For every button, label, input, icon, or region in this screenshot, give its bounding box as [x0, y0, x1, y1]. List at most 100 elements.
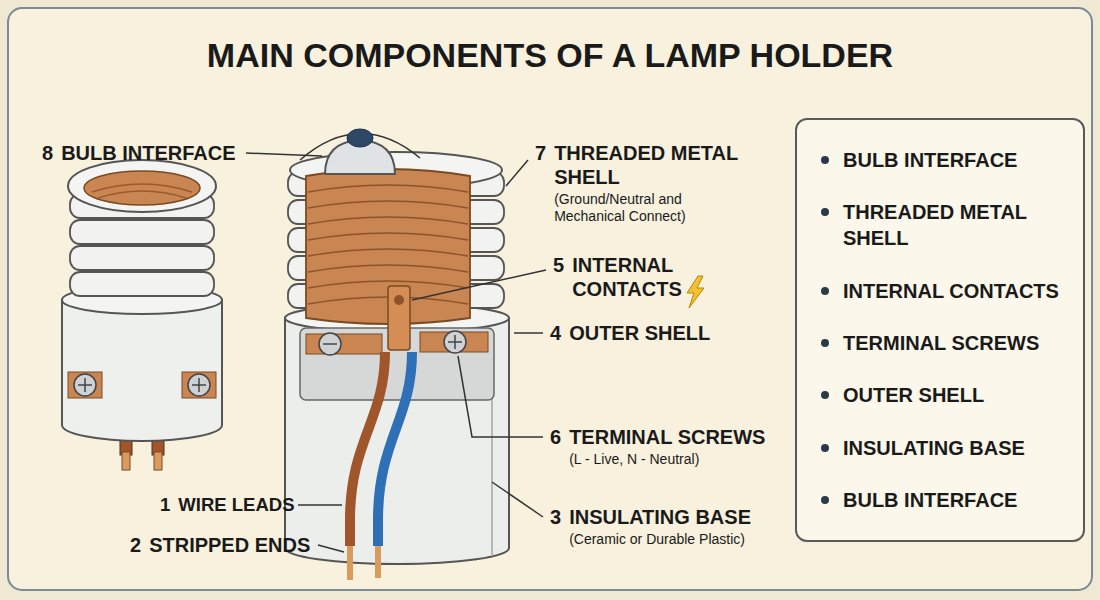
callout: 2 STRIPPED ENDS [130, 533, 310, 557]
list-item: INSULATING BASE [821, 435, 1075, 461]
leader-line [514, 332, 543, 334]
thread-ridge [70, 220, 214, 244]
list-item: INTERNAL CONTACTS [821, 278, 1075, 304]
small-base [62, 300, 222, 441]
terminal-screw [444, 331, 466, 353]
callout-number: 6 [550, 425, 561, 449]
callout-text: INSULATING BASE (Ceramic or Durable Plast… [569, 505, 751, 548]
callout-number: 8 [42, 141, 53, 165]
list-text: TERMINAL SCREWS [843, 330, 1039, 356]
part-name: BULB INTERFACE [61, 141, 235, 165]
small-screw [188, 374, 210, 396]
copper-threads [308, 185, 468, 304]
leader-lines [246, 153, 546, 552]
leader-line [412, 270, 546, 300]
part-name: INSULATING BASE [569, 505, 751, 529]
screw-slot [192, 378, 206, 392]
callout-text: WIRE LEADS [178, 493, 294, 517]
callout-text: INTERNAL CONTACTS [572, 253, 707, 301]
stripped-end [154, 452, 162, 470]
internal-contact-tab [388, 286, 410, 350]
stripped-end [347, 546, 353, 580]
callout-number: 1 [160, 493, 170, 517]
small-contact-plate [182, 372, 216, 398]
part-name: THREADED METAL SHELL [554, 141, 754, 189]
part-note: (Ground/Neutral and Mechanical Connect) [554, 191, 754, 225]
list-text: BULB INTERFACE [843, 147, 1017, 173]
lightning-icon [687, 276, 704, 308]
leader-line [506, 160, 528, 186]
part-name: TERMINAL SCREWS [569, 425, 765, 449]
leader-line [458, 356, 543, 437]
callout: 4 OUTER SHELL [550, 321, 710, 345]
callout-text: OUTER SHELL [569, 321, 710, 345]
bullet-dot [821, 156, 829, 164]
callout-number: 3 [550, 505, 561, 529]
thread-ridge [70, 246, 214, 270]
wire-lead-neutral [378, 352, 412, 546]
part-name: WIRE LEADS [178, 493, 294, 517]
callout-number: 4 [550, 321, 561, 345]
bullet-dot [821, 391, 829, 399]
leader-line [318, 545, 344, 552]
bullet-dot [821, 444, 829, 452]
insulating-base-body [285, 318, 509, 564]
callout-number: 7 [535, 141, 546, 165]
list-item: BULB INTERFACE [821, 147, 1075, 173]
copper-thread [92, 184, 192, 198]
list-text: BULB INTERFACE [843, 487, 1017, 513]
part-note: (Ceramic or Durable Plastic) [569, 531, 751, 548]
main-lamp-holder [285, 129, 509, 580]
small-copper-interior [84, 171, 200, 205]
part-note: (L - Live, N - Neutral) [569, 451, 765, 468]
card-frame [8, 8, 1092, 590]
contact-plate [420, 332, 488, 352]
callout-text: TERMINAL SCREWS (L - Live, N - Neutral) [569, 425, 765, 468]
bulb-contact-nub [347, 129, 373, 147]
bullet-dot [821, 287, 829, 295]
list-text: THREADED METAL SHELL [843, 199, 1075, 251]
leader-line [492, 482, 543, 517]
contact-plate [306, 334, 382, 354]
callout: 7 THREADED METAL SHELL(Ground/Neutral and… [535, 141, 754, 225]
screw-slot [448, 335, 462, 349]
small-lamp-holder [62, 160, 222, 470]
callout-text: STRIPPED ENDS [149, 533, 310, 557]
small-screw [74, 374, 96, 396]
small-contact-plate [68, 372, 102, 398]
bullet-dot [821, 339, 829, 347]
leader-line [298, 504, 342, 506]
diagram-title: MAIN COMPONENTS OF A LAMP HOLDER [0, 34, 1100, 76]
callout: 3 INSULATING BASE (Ceramic or Durable Plas… [550, 505, 751, 548]
list-item: OUTER SHELL [821, 382, 1075, 408]
callout-number: 5 [553, 253, 564, 277]
screw-slot [78, 378, 92, 392]
callout: 1 WIRE LEADS [160, 493, 295, 517]
stripped-end [122, 452, 130, 470]
callout-text: THREADED METAL SHELL(Ground/Neutral and … [554, 141, 754, 225]
bullet-dot [821, 496, 829, 504]
list-item: BULB INTERFACE [821, 487, 1075, 513]
list-text: OUTER SHELL [843, 382, 984, 408]
list-text: INSULATING BASE [843, 435, 1025, 461]
list-item: THREADED METAL SHELL [821, 199, 1075, 251]
part-name: OUTER SHELL [569, 321, 710, 345]
callout-number: 2 [130, 533, 141, 557]
leader-line [246, 153, 322, 156]
callout: 5 INTERNAL CONTACTS [553, 253, 707, 301]
list-item: TERMINAL SCREWS [821, 330, 1075, 356]
terminal-screw [319, 333, 341, 355]
small-rim [68, 160, 216, 212]
tab-hole [394, 295, 404, 305]
list-panel: BULB INTERFACE THREADED METAL SHELL INTERN… [795, 118, 1085, 542]
stripped-end [375, 546, 381, 578]
thread-ridge [70, 272, 214, 296]
bullet-dot [821, 208, 829, 216]
part-name: INTERNAL CONTACTS [572, 253, 707, 301]
callout-text: BULB INTERFACE [61, 141, 235, 165]
part-name: STRIPPED ENDS [149, 533, 310, 557]
callout: 8 BULB INTERFACE [42, 141, 236, 165]
callout: 6 TERMINAL SCREWS (L - Live, N - Neutral) [550, 425, 765, 468]
list-text: INTERNAL CONTACTS [843, 278, 1059, 304]
